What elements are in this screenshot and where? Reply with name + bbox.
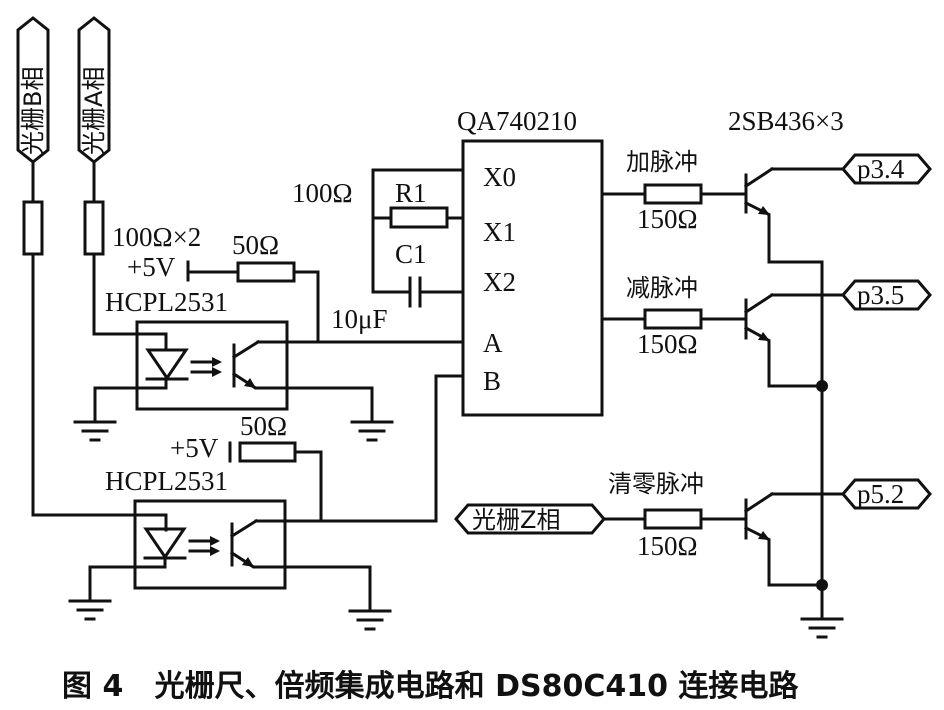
clear-pulse-label: 清零脉冲 (608, 470, 704, 498)
wire (767, 213, 824, 264)
light-arrows-icon (188, 536, 220, 556)
r1-label: R1 (395, 178, 427, 208)
ground-icon (68, 599, 112, 621)
grating-b-input-tag: 光栅B相 (16, 16, 50, 164)
pullup-resistor-bottom (238, 441, 297, 463)
up-pulse-label: 加脉冲 (626, 148, 698, 176)
pullup-resistor-top (236, 261, 296, 283)
wire (371, 168, 465, 294)
port-p34-tag: p3.4 (841, 153, 932, 185)
transistor-2-icon (743, 292, 775, 343)
figure-caption: 图 4 光栅尺、倍频集成电路和 DS80C410 连接电路 (62, 669, 799, 704)
port-p52-label: p5.2 (857, 479, 904, 509)
ic-name: QA740210 (457, 106, 577, 136)
ic-qa740210 (461, 139, 604, 417)
wire (767, 339, 824, 388)
optocoupler-bottom (133, 499, 287, 590)
base-resistor-3-value: 150Ω (637, 531, 698, 561)
port-p52-tag: p5.2 (841, 478, 932, 510)
led-icon (88, 527, 187, 602)
pullup-top-value: 50Ω (232, 230, 279, 260)
r1-value: 100Ω (292, 178, 353, 208)
led-icon (93, 332, 189, 422)
down-pulse-label: 减脉冲 (626, 274, 698, 302)
base-resistor-2-value: 150Ω (637, 329, 698, 359)
ic-pin-b: B (483, 366, 501, 396)
resistor-r1 (389, 206, 449, 229)
junction-dot (816, 380, 828, 392)
base-resistor-1-value: 150Ω (637, 204, 698, 234)
vcc-bottom-label: +5V (170, 433, 219, 463)
grating-z-input-tag: 光栅Z相 (454, 503, 606, 535)
vcc-top-label: +5V (127, 252, 176, 282)
light-arrows-icon (190, 357, 222, 377)
grating-a-label: 光栅A相 (80, 67, 108, 155)
ic-pin-x2: X2 (483, 267, 516, 297)
optocoupler-bottom-label: HCPL2531 (105, 466, 228, 496)
ic-pin-a: A (483, 328, 503, 358)
input-resistors-value: 100Ω×2 (112, 222, 201, 252)
grating-b-label: 光栅B相 (19, 67, 47, 155)
wire-to-ic-b (254, 374, 462, 523)
ground-icon (348, 609, 392, 631)
ground-icon (800, 617, 844, 639)
wire (252, 565, 372, 612)
phototransistor-icon (229, 518, 259, 569)
optocoupler-top-label: HCPL2531 (105, 287, 228, 317)
wire (767, 538, 824, 587)
c1-value: 10μF (331, 304, 388, 334)
wire (292, 270, 320, 344)
wire-b-phase (31, 252, 168, 532)
phototransistor-icon (231, 339, 261, 390)
transistor-3-icon (743, 491, 775, 542)
wire (254, 386, 374, 424)
wire (293, 450, 323, 523)
c1-label: C1 (395, 239, 427, 269)
port-p35-label: p3.5 (857, 280, 904, 310)
port-p35-tag: p3.5 (841, 279, 932, 311)
base-resistor-2 (643, 308, 703, 330)
pullup-bottom-value: 50Ω (240, 411, 287, 441)
base-resistor-1 (643, 183, 703, 205)
input-resistor-b (22, 200, 44, 256)
optocoupler-top (135, 320, 289, 411)
ic-pin-x1: X1 (483, 217, 516, 247)
base-resistor-3 (643, 508, 703, 530)
input-resistor-a (83, 200, 105, 256)
grating-a-input-tag: 光栅A相 (77, 16, 111, 164)
grating-z-label: 光栅Z相 (472, 506, 560, 534)
transistors-label: 2SB436×3 (728, 106, 844, 136)
junction-dot (816, 579, 828, 591)
ground-icon (73, 420, 117, 442)
transistor-1-icon (743, 166, 775, 217)
ground-icon (350, 420, 394, 442)
ic-pin-x0: X0 (483, 162, 516, 192)
port-p34-label: p3.4 (857, 154, 905, 184)
